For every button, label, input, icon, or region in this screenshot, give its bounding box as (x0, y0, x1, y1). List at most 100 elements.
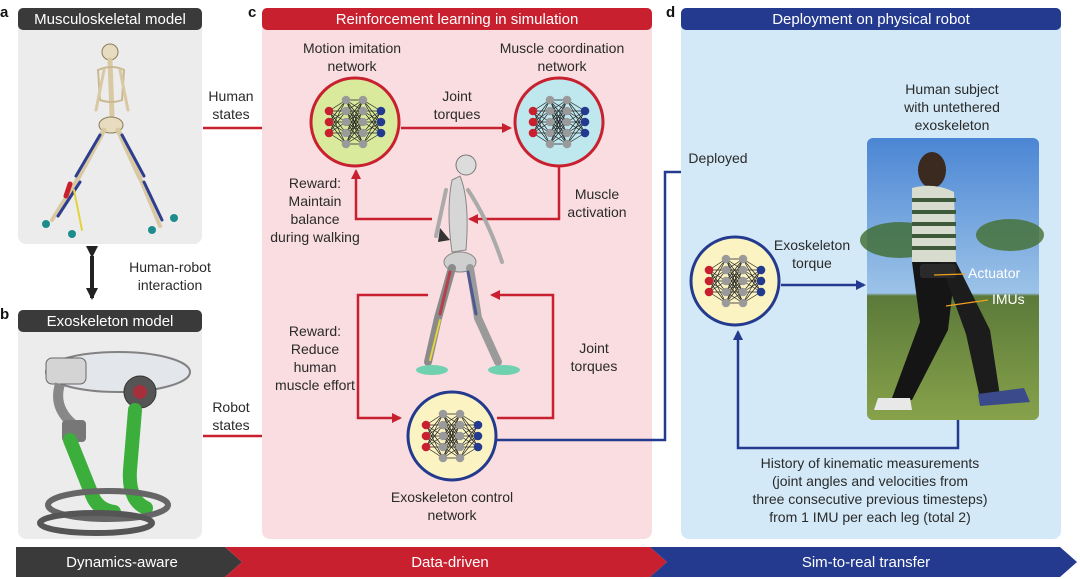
network-edge (725, 258, 744, 304)
panel-b-title: Exoskeleton model (47, 313, 174, 330)
network-edge (566, 110, 586, 145)
network-node (756, 265, 766, 275)
network-edge (442, 435, 461, 459)
network-node (421, 431, 431, 441)
actuator-pointer (933, 273, 966, 276)
network-edge (425, 413, 444, 448)
reward-balance-line-1: Reward: (289, 175, 341, 191)
stage-label-1: Dynamics-aware (66, 554, 178, 571)
history-line-4: from 1 IMU per each leg (total 2) (769, 509, 971, 525)
network-edge (549, 99, 568, 145)
network-edge (442, 413, 461, 437)
network-node (528, 106, 538, 116)
network-node (421, 442, 431, 452)
network-edge (425, 424, 444, 448)
hri-line-1: Human-robot (129, 259, 211, 275)
exo-torque-line-1: Exoskeleton (774, 237, 850, 253)
network-node (738, 287, 748, 297)
network-node (455, 453, 465, 463)
joint-torques-bottom-line-1: Joint (579, 340, 609, 356)
network-node (721, 276, 731, 286)
network-node (721, 265, 731, 275)
stage-label-3: Sim-to-real transfer (802, 554, 930, 571)
network-node (580, 117, 590, 127)
network-node (455, 409, 465, 419)
network-edge (345, 121, 364, 145)
subject-line-2: with untethered (903, 99, 1000, 115)
network-node (473, 431, 483, 441)
muscle-net-label-1: Muscle coordination (500, 40, 625, 56)
network-edge (328, 99, 347, 134)
panel-b-title-bar (18, 310, 202, 332)
simulated-human-skeleton (416, 154, 520, 375)
reward-effort-line-4: muscle effort (275, 377, 355, 393)
history-line-3: three consecutive previous timesteps) (753, 491, 988, 507)
panel-c-letter: c (248, 4, 256, 21)
reward-effort-line-2: Reduce (291, 341, 339, 357)
imus-label: IMUs (992, 291, 1025, 307)
subject-line-1: Human subject (905, 81, 998, 97)
reward-effort-arrow (356, 293, 428, 423)
network-node (438, 453, 448, 463)
panel-b: b Exoskeleton model (0, 306, 202, 539)
network-node (545, 95, 555, 105)
network-edge (459, 424, 479, 459)
history-line-2: (joint angles and velocities from (772, 473, 968, 489)
reward-balance-line-3: balance (290, 211, 339, 227)
motion-net-label-2: network (327, 58, 377, 74)
muscle-net-label-2: network (537, 58, 587, 74)
joint-torques-top-line-1: Joint (442, 88, 472, 104)
history-arrow (733, 330, 960, 450)
exo-net-label-1: Exoskeleton control (391, 489, 513, 505)
network-node (438, 409, 448, 419)
human-robot-interaction: Human-robot interaction (86, 246, 211, 300)
panel-c-title: Reinforcement learning in simulation (336, 11, 579, 28)
network-edge (425, 413, 444, 437)
network-node (421, 420, 431, 430)
panel-a: a Musculoskeletal model (0, 4, 202, 244)
network-edge (328, 99, 347, 123)
reward-balance-line-2: Maintain (289, 193, 342, 209)
panel-d-letter: d (666, 4, 675, 21)
network-node (341, 95, 351, 105)
stage-banner: Dynamics-aware Data-driven Sim-to-real t… (16, 547, 1077, 577)
deployed-label: Deployed (688, 150, 747, 166)
muscle-coordination-network (513, 76, 605, 168)
network-node (455, 420, 465, 430)
history-line-1: History of kinematic measurements (761, 455, 980, 471)
network-edge (345, 99, 364, 134)
network-node (324, 117, 334, 127)
muscle-activation-line-2: activation (567, 204, 626, 220)
network-edge (532, 110, 551, 134)
network-node (704, 265, 714, 275)
reward-balance-arrow (351, 169, 432, 221)
network-edge (708, 258, 727, 293)
panel-d: d Deployment on physical robot Deployed … (666, 4, 1061, 539)
panel-d-title-bar (681, 8, 1061, 30)
panel-d-title: Deployment on physical robot (772, 11, 970, 28)
network-edge (362, 110, 382, 134)
network-edge (725, 280, 744, 304)
network-node (580, 106, 590, 116)
network-edge (708, 258, 727, 282)
network-edge (566, 110, 586, 134)
network-node (324, 106, 334, 116)
network-edge (549, 99, 568, 134)
network-edge (708, 269, 727, 293)
robot-states-line-1: Robot (212, 399, 249, 415)
network-node (438, 420, 448, 430)
network-edge (442, 413, 461, 459)
network-node (721, 287, 731, 297)
hri-line-2: interaction (138, 277, 203, 293)
reward-balance-line-4: during walking (270, 229, 360, 245)
joint-torques-bottom-line-2: torques (571, 358, 618, 374)
network-edge (742, 280, 762, 304)
network-edge (742, 269, 762, 293)
reward-effort-line-1: Reward: (289, 323, 341, 339)
network-node (341, 128, 351, 138)
network-node (528, 117, 538, 127)
network-node (738, 254, 748, 264)
exoskeleton-control-network (406, 390, 498, 482)
stage-data-driven (225, 547, 667, 577)
